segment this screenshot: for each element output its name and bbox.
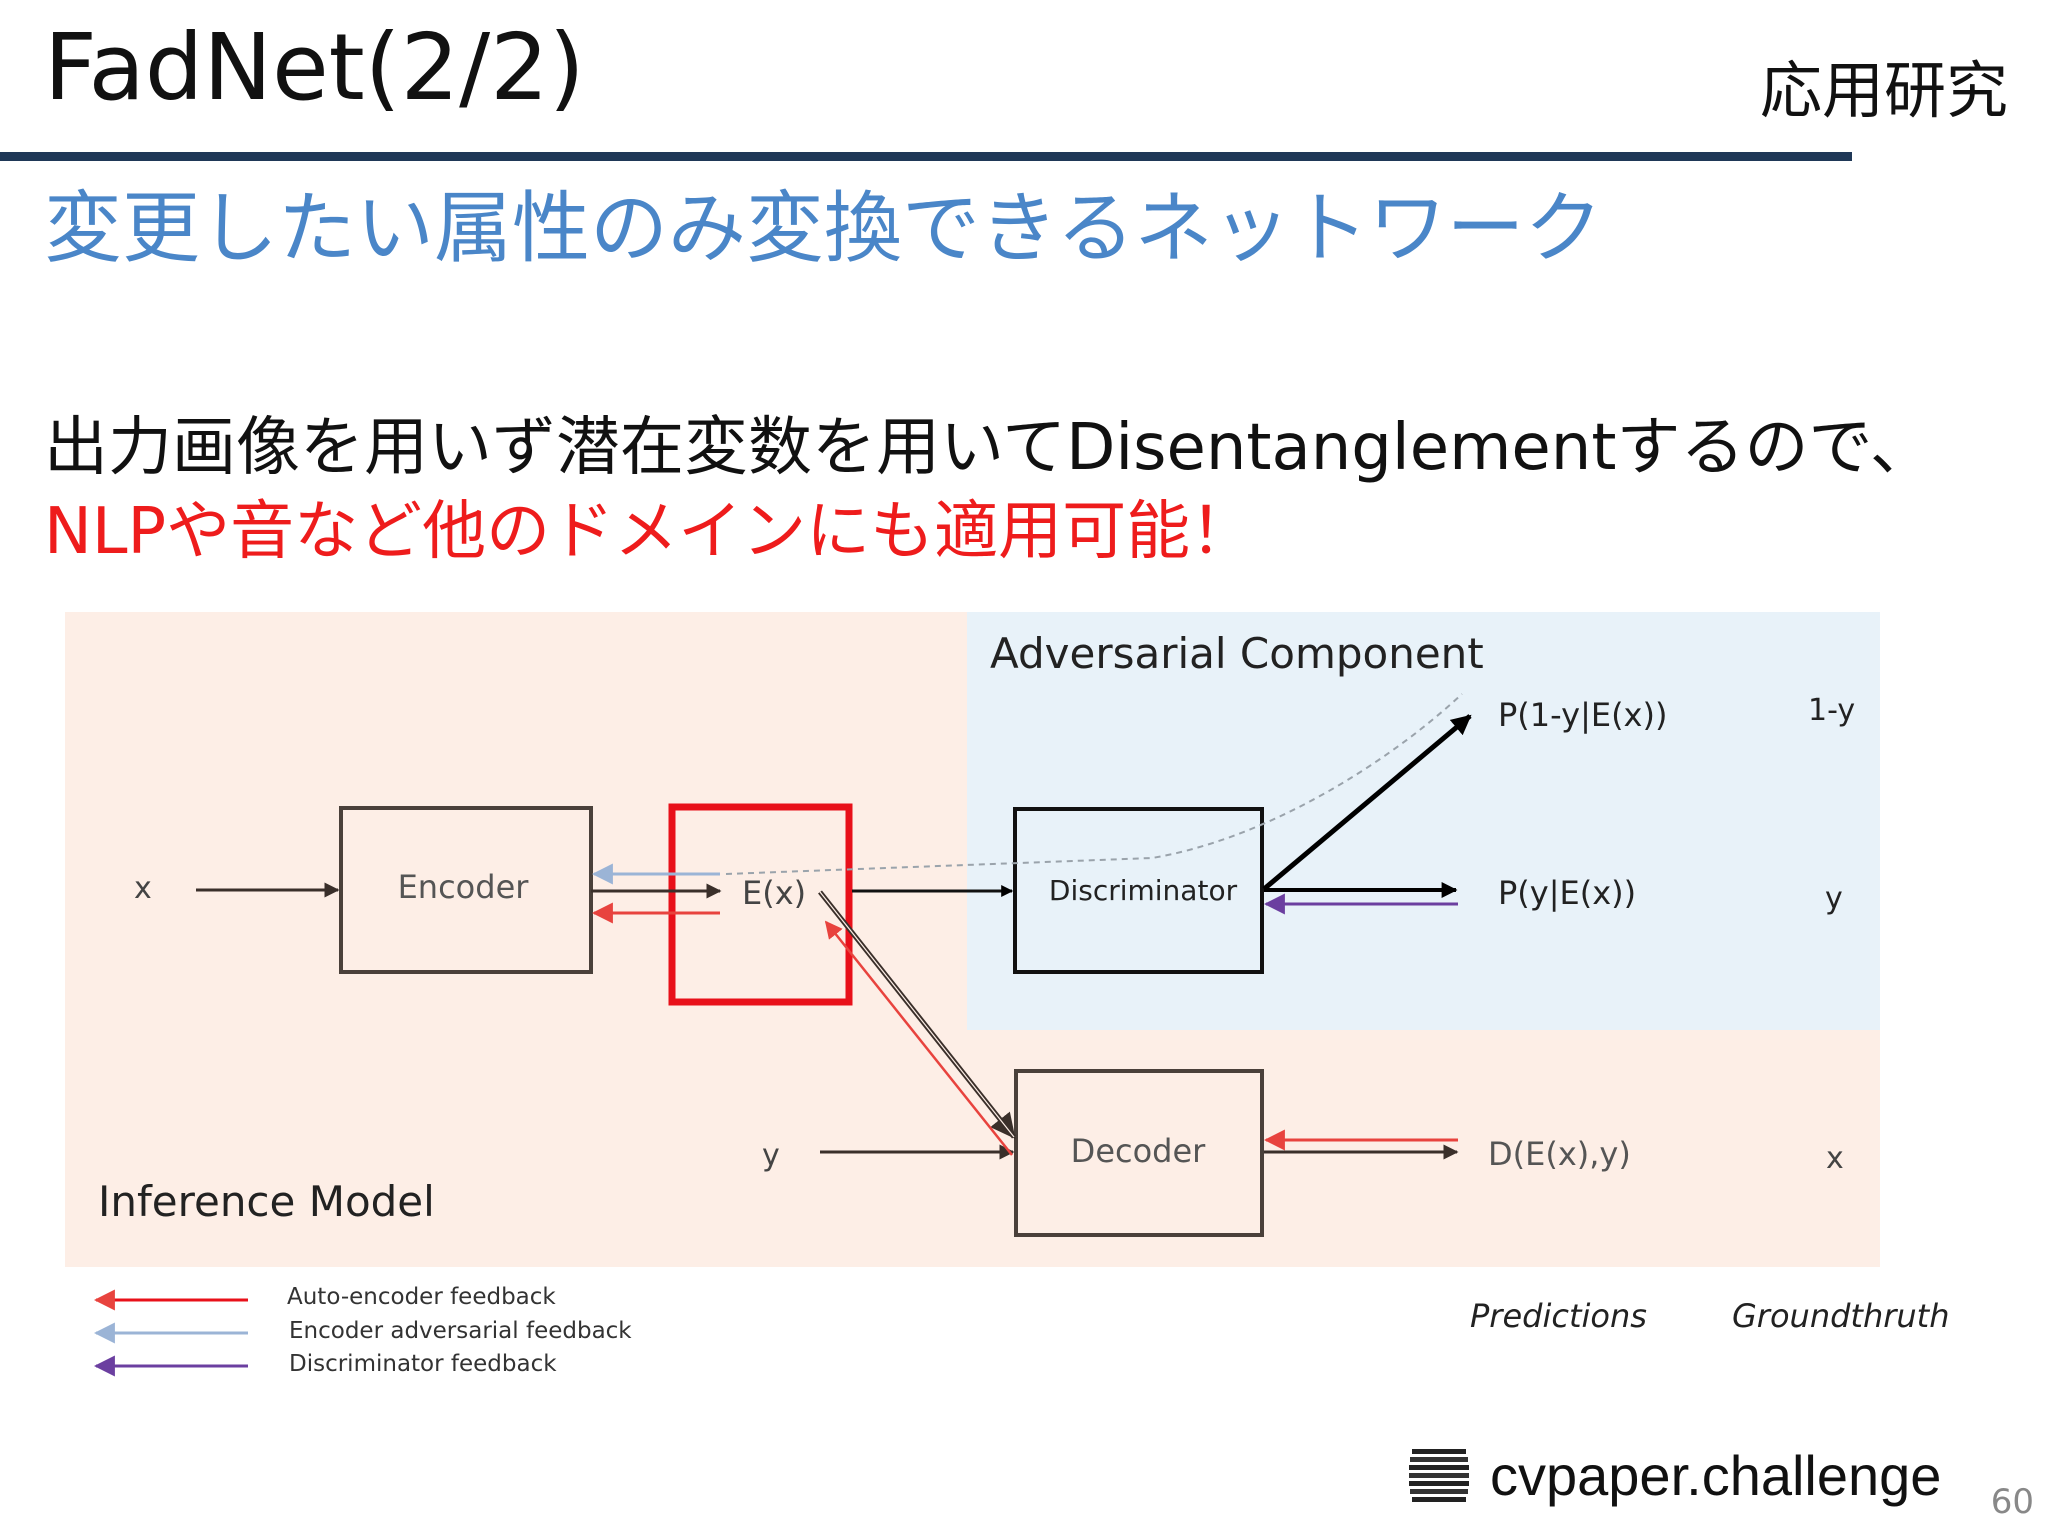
groundtruth-flip-label: 1-y <box>1808 693 1855 728</box>
input-y-label: y <box>762 1138 780 1173</box>
body-text-line-2-highlight: NLPや音など他のドメインにも適用可能！ <box>44 495 1255 569</box>
arrow-to-flip-prediction <box>1262 714 1472 891</box>
prediction-reconstruction-label: D(E(x),y) <box>1488 1135 1631 1173</box>
discriminator-box <box>1013 807 1264 974</box>
decoder-label: Decoder <box>1071 1132 1207 1170</box>
slide-subtitle: 変更したい属性のみ変換できるネットワーク <box>44 184 1603 274</box>
title-divider <box>0 152 1852 161</box>
encoder-label: Encoder <box>398 868 530 906</box>
brand-name: cvpaper.challenge <box>1490 1443 1942 1507</box>
legend-encoder-adversarial-label: Encoder adversarial feedback <box>289 1318 632 1344</box>
latent-label: E(x) <box>742 874 806 912</box>
page-number: 60 <box>1990 1482 2034 1522</box>
predictions-header: Predictions <box>1470 1297 1647 1335</box>
legend-auto-encoder-label: Auto-encoder feedback <box>287 1284 556 1310</box>
legend-discriminator-label: Discriminator feedback <box>289 1351 557 1377</box>
input-x-label: x <box>134 871 152 906</box>
prediction-flip-label: P(1-y|E(x)) <box>1498 696 1667 734</box>
arrow-latent-to-decoder-inner <box>819 891 1015 1138</box>
brand-logo: cvpaper.challenge <box>1406 1440 1941 1510</box>
slide-title: FadNet(2/2) <box>44 14 585 121</box>
prediction-y-label: P(y|E(x)) <box>1498 874 1636 912</box>
adversarial-component-label: Adversarial Component <box>990 629 1484 678</box>
stacked-layers-icon <box>1409 1449 1469 1502</box>
groundtruth-x-label: x <box>1826 1141 1844 1176</box>
decoder-box <box>1014 1069 1264 1237</box>
auto-encoder-feedback-arrow-latent <box>824 920 1013 1156</box>
discriminator-label: Discriminator <box>1049 874 1238 907</box>
inference-model-label: Inference Model <box>98 1177 435 1226</box>
encoder-adversarial-dashed-path <box>725 693 1463 875</box>
groundtruth-y-label: y <box>1825 881 1843 916</box>
groundtruth-header: Groundthruth <box>1732 1297 1950 1335</box>
adversarial-component-region <box>967 612 1880 1030</box>
category-label: 応用研究 <box>1759 54 2008 127</box>
body-text-line-1: 出力画像を用いず潜在変数を用いてDisentanglementするので、 <box>44 411 1934 485</box>
latent-highlight-box <box>668 803 853 1006</box>
